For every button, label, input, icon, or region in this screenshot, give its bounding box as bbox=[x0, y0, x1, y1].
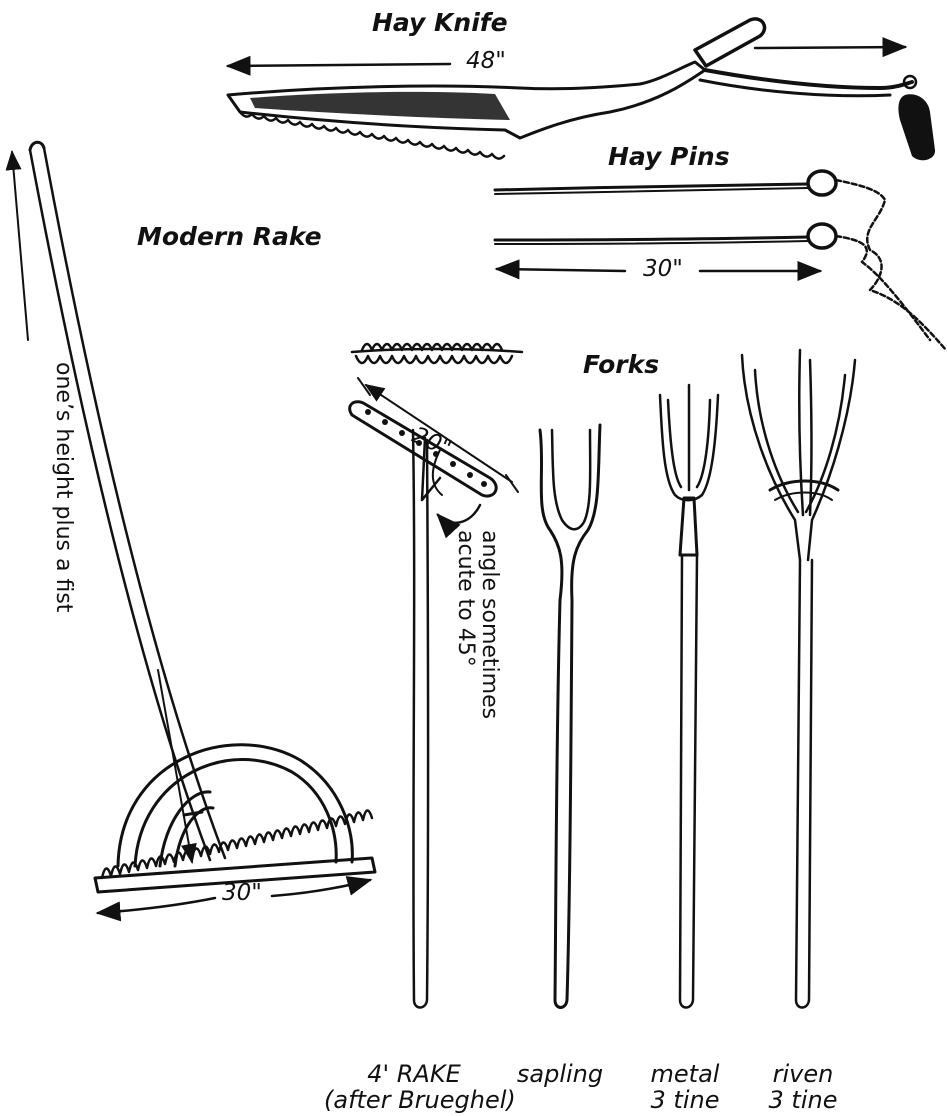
modern-rake-width-arrow-right bbox=[272, 880, 370, 896]
rake-top-view-head bbox=[352, 349, 522, 352]
hay-rope bbox=[836, 180, 946, 350]
riven-caption-line1: riven bbox=[758, 1062, 848, 1086]
forks-title: Forks bbox=[583, 352, 659, 377]
knife-length-arrow-right bbox=[755, 47, 905, 48]
handle-length-arrow-down bbox=[158, 670, 192, 862]
modern-rake-drawing bbox=[30, 142, 375, 892]
angle-indicator-arrow bbox=[438, 505, 480, 523]
hay-knife-top-handle bbox=[695, 19, 765, 66]
hay-knife-side-handle bbox=[898, 94, 935, 160]
hay-pin-2-loop bbox=[808, 224, 836, 248]
sapling-fork-drawing bbox=[540, 425, 600, 1008]
angle-note-line2: acute to 45° bbox=[454, 530, 476, 667]
rake-caption-line1: 4' RAKE bbox=[344, 1062, 484, 1086]
rake-handle bbox=[413, 430, 428, 1008]
hay-pins-title: Hay Pins bbox=[608, 144, 730, 169]
metal-fork-ferrule bbox=[680, 498, 697, 555]
pins-length-arrow-left bbox=[497, 269, 625, 271]
knife-length-label: 48" bbox=[466, 50, 506, 73]
pins-length-label: 30" bbox=[643, 258, 683, 281]
handle-length-arrow-up bbox=[12, 152, 28, 340]
modern-rake-width-arrow-left bbox=[98, 898, 215, 913]
rake-caption-line2: (after Brueghel) bbox=[324, 1088, 504, 1112]
hay-pin-1-loop bbox=[808, 171, 836, 195]
modern-rake-title: Modern Rake bbox=[137, 224, 322, 249]
knife-length-arrow-left bbox=[228, 64, 450, 66]
modern-rake-width-label: 30" bbox=[222, 882, 262, 905]
riven-caption-line2: 3 tine bbox=[758, 1088, 848, 1112]
metal-caption-line1: metal bbox=[640, 1062, 730, 1086]
metal-fork-drawing bbox=[660, 385, 718, 1008]
hay-knife-teeth bbox=[240, 112, 504, 159]
hay-knife-drawing bbox=[228, 19, 935, 160]
angle-note-line1: angle sometimes bbox=[478, 530, 500, 719]
hay-pin-2-shaft bbox=[495, 237, 808, 240]
metal-caption-line2: 3 tine bbox=[640, 1088, 730, 1112]
sapling-caption: sapling bbox=[510, 1062, 610, 1086]
riven-fork-drawing bbox=[742, 350, 855, 1008]
hay-pins-drawing bbox=[495, 171, 946, 350]
handle-length-note: one’s height plus a fist bbox=[52, 362, 74, 612]
hay-knife-title: Hay Knife bbox=[372, 10, 508, 35]
